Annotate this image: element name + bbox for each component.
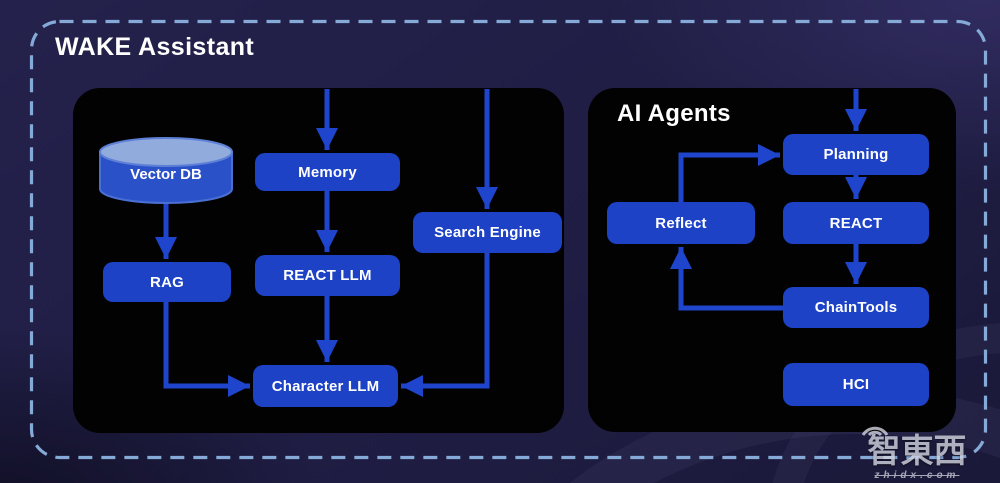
- watermark: 智東西 zhidx.com: [842, 423, 992, 481]
- page-title: WAKE Assistant: [55, 33, 255, 61]
- node-memory: Memory: [255, 153, 400, 191]
- node-reflect: Reflect: [607, 202, 755, 244]
- node-react: REACT: [783, 202, 929, 244]
- node-search-engine: Search Engine: [413, 212, 562, 253]
- node-react-llm: REACT LLM: [255, 255, 400, 296]
- node-character-llm: Character LLM: [253, 365, 398, 407]
- node-vector-db: Vector DB: [130, 165, 202, 183]
- watermark-domain: zhidx.com: [874, 470, 960, 481]
- watermark-logo-text: 智東西: [867, 431, 967, 471]
- node-chaintools: ChainTools: [783, 287, 929, 328]
- node-rag: RAG: [103, 262, 231, 302]
- node-hci: HCI: [783, 363, 929, 406]
- node-planning: Planning: [783, 134, 929, 175]
- ai-agents-title: AI Agents: [617, 100, 731, 127]
